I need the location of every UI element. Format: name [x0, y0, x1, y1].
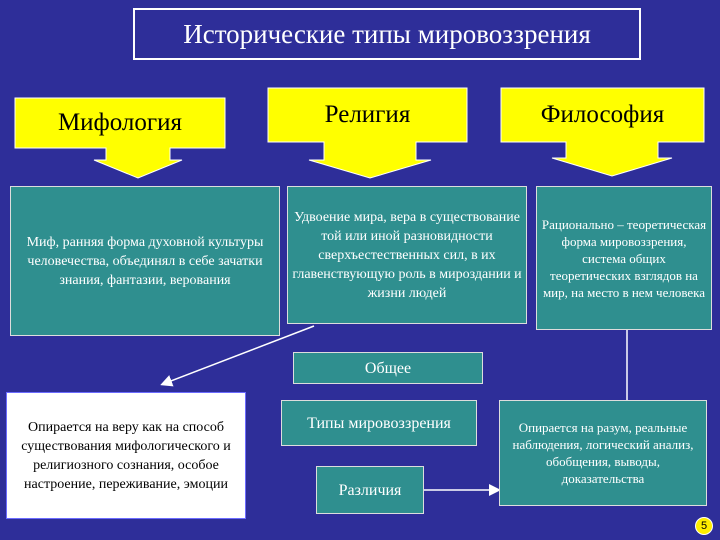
philosophy-label: Философия	[540, 101, 665, 128]
page-title: Исторические типы мировоззрения	[133, 8, 641, 60]
common-features-text: Опирается на веру как на способ существо…	[6, 392, 246, 519]
differences-label: Различия	[316, 466, 424, 514]
common-label: Общее	[293, 352, 483, 384]
philosophy-reason-text: Опирается на разум, реальные наблюдения,…	[499, 400, 707, 506]
mythology-label: Мифология	[57, 109, 183, 136]
mythology-description: Миф, ранняя форма духовной культуры чело…	[10, 186, 280, 336]
religion-callout-shape	[267, 87, 468, 179]
religion-description: Удвоение мира, вера в существование той …	[287, 186, 527, 324]
worldview-types-label: Типы мировоззрения	[281, 400, 477, 446]
arrow-to-common-left	[160, 325, 315, 387]
philosophy-description: Рационально – теоретическая форма мирово…	[536, 186, 712, 330]
philosophy-callout-shape	[500, 87, 705, 177]
religion-label: Религия	[324, 101, 411, 128]
mythology-callout-shape	[14, 97, 226, 179]
page-number-badge: 5	[695, 517, 713, 535]
